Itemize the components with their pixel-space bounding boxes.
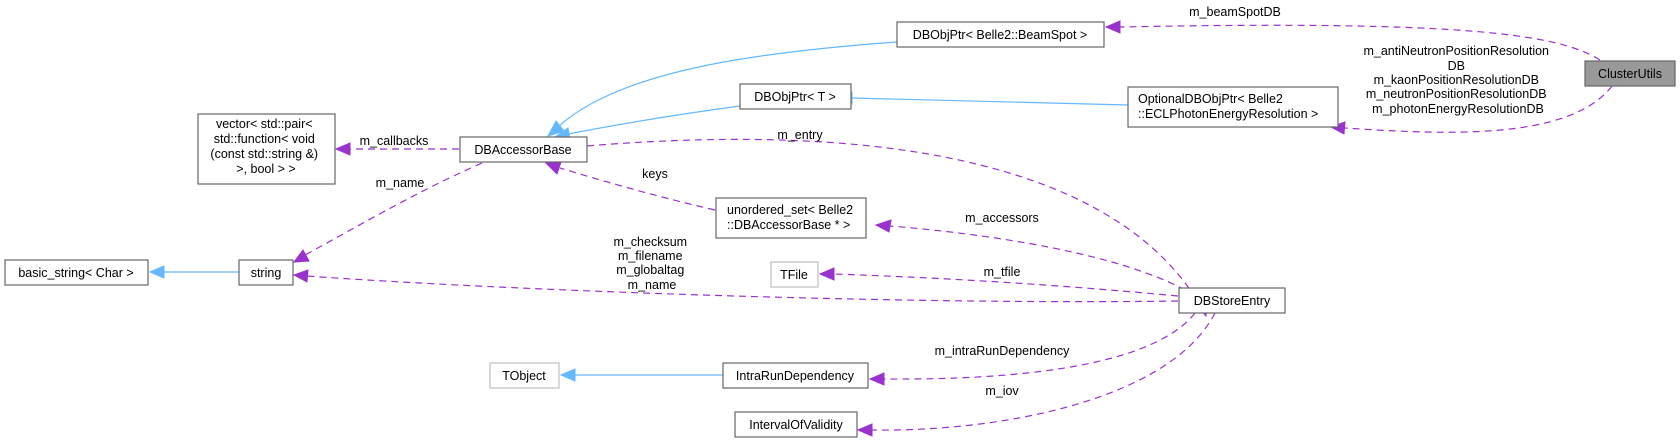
label-callbacks: m_callbacks [360, 134, 429, 148]
node-unordered-set[interactable]: unordered_set< Belle2 ::DBAccessorBase *… [715, 197, 867, 239]
node-intervalofvalidity[interactable]: IntervalOfValidity [734, 411, 858, 438]
svg-text:DBObjPtr< T >: DBObjPtr< T > [754, 90, 836, 104]
edge-dbstoreentry-string [306, 275, 1179, 303]
label-intrarun: m_intraRunDependency [935, 344, 1071, 358]
label-resolution-members: m_antiNeutronPositionResolution DB m_kao… [1363, 44, 1552, 116]
label-iov: m_iov [985, 384, 1019, 398]
svg-text:DBAccessorBase: DBAccessorBase [474, 143, 571, 157]
arrowhead-dbaccessorbase-vector [334, 142, 351, 156]
edge-dbaccessorbase-dbstoreentry [586, 138, 1201, 306]
node-string[interactable]: string [238, 259, 294, 286]
node-dbaccessorbase[interactable]: DBAccessorBase [459, 136, 588, 163]
label-tfile: m_tfile [984, 265, 1021, 279]
node-basic-string[interactable]: basic_string< Char > [4, 259, 149, 286]
svg-text:ClusterUtils: ClusterUtils [1598, 67, 1662, 81]
edge-unordered-keys [559, 167, 716, 211]
svg-text:DBObjPtr< Belle2::BeamSpot >: DBObjPtr< Belle2::BeamSpot > [913, 28, 1087, 42]
usage-edges [292, 20, 1613, 437]
svg-text:TObject: TObject [502, 369, 546, 383]
svg-text:unordered_set< Belle2 ::: unordered_set< Belle2 ::DBAccessorBase *… [727, 203, 857, 232]
arrowhead-clusterutils-beamspot [1104, 20, 1121, 34]
label-keys: keys [642, 167, 668, 181]
edge-optional-to-dbobjptr-t [851, 97, 1129, 106]
label-name-accessor: m_name [376, 176, 425, 190]
arrowhead-unordered-keys [544, 161, 562, 175]
node-dbstoreentry[interactable]: DBStoreEntry [1178, 287, 1286, 314]
svg-text:IntraRunDependency: IntraRunDependency [736, 369, 855, 383]
edge-beamspot-to-dbaccessorbase [557, 41, 898, 128]
edge-dbobjptr-t-to-dbaccessorbase [567, 105, 741, 135]
arrowhead-beamspot-to-dbaccessorbase [546, 120, 565, 137]
arrowhead-dbstoreentry-intrarun [868, 372, 885, 386]
edge-dbstoreentry-iov [871, 312, 1216, 431]
node-dbobjptr-t[interactable]: DBObjPtr< T > [739, 83, 852, 110]
arrowhead-dbstoreentry-unordered [874, 219, 892, 233]
svg-text:IntervalOfValidity: IntervalOfValidity [749, 418, 843, 432]
arrowhead-dbstoreentry-iov [856, 423, 873, 437]
svg-text:basic_string< Char >: basic_string< Char > [18, 266, 133, 280]
svg-text:DBStoreEntry: DBStoreEntry [1194, 294, 1271, 308]
label-accessors: m_accessors [965, 211, 1039, 225]
arrowhead-dbaccessorbase-string [292, 249, 310, 263]
node-vector-pair[interactable]: vector< std::pair< std::function< void (… [197, 113, 336, 185]
node-optional-dbobjptr[interactable]: OptionalDBObjPtr< Belle2 ::ECLPhotonEner… [1127, 86, 1339, 128]
label-entry: m_entry [777, 128, 823, 142]
arrowhead-dbstoreentry-tfile [818, 267, 835, 281]
node-tobject[interactable]: TObject [489, 362, 560, 389]
node-intrarundependency[interactable]: IntraRunDependency [722, 362, 869, 389]
label-beamspot: m_beamSpotDB [1189, 5, 1281, 19]
edge-clusterutils-optional [1344, 85, 1613, 133]
edge-dbstoreentry-unordered [889, 225, 1186, 291]
arrowhead-dbstoreentry-string [292, 269, 309, 283]
svg-text:vector< std::pair< std::: vector< std::pair< std::function< void (… [210, 117, 321, 176]
edge-labels: m_beamSpotDB m_antiNeutronPositionResolu… [360, 5, 1552, 398]
edge-clusterutils-beamspot [1119, 24, 1601, 61]
edge-dbaccessorbase-string [304, 162, 483, 256]
node-tfile[interactable]: TFile [770, 261, 819, 288]
svg-text:OptionalDBObjPtr< Belle2: OptionalDBObjPtr< Belle2 ::ECLPhotonEner… [1138, 92, 1318, 121]
arrowhead-string-to-basic-string [148, 265, 165, 279]
label-string-members: m_checksum m_filename m_globaltag m_name [613, 235, 690, 292]
arrowhead-intrarun-to-tobject [559, 368, 576, 382]
svg-text:string: string [251, 266, 282, 280]
node-clusterutils[interactable]: ClusterUtils [1584, 60, 1676, 87]
edge-dbstoreentry-intrarun [883, 312, 1196, 380]
node-dbobjptr-beamspot[interactable]: DBObjPtr< Belle2::BeamSpot > [896, 21, 1105, 48]
edge-dbstoreentry-tfile [833, 273, 1179, 297]
svg-text:TFile: TFile [780, 268, 808, 282]
